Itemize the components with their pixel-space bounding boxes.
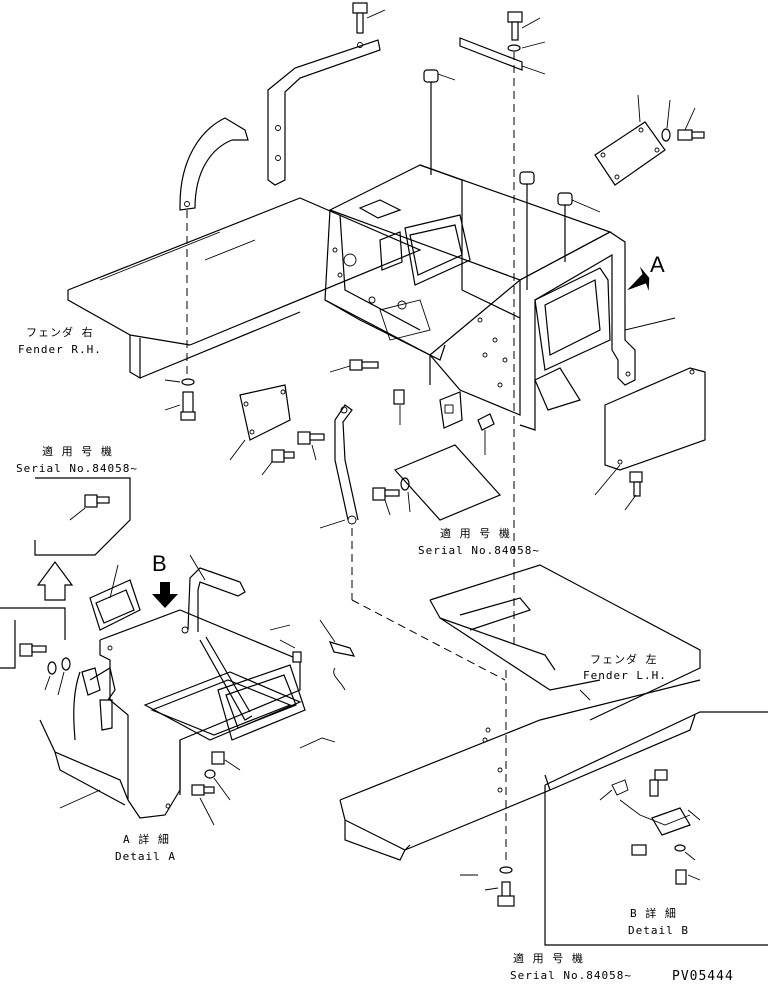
serial-jp-top-left: 適 用 号 機 — [42, 445, 113, 458]
cover-plate — [594, 94, 705, 186]
fender-rh — [67, 197, 422, 380]
serial-bottom: Serial No.84058~ — [510, 969, 632, 982]
serial-inset-top-left — [34, 477, 131, 601]
serial-panel-center — [393, 444, 502, 521]
bolt-top-center — [507, 11, 546, 52]
callout-b-arrow — [152, 582, 178, 608]
bolt-detail-a-left — [0, 607, 66, 669]
side-frame-rh — [519, 231, 676, 431]
serial-top-left: Serial No.84058~ — [16, 462, 138, 475]
callout-a-arrow — [627, 266, 650, 291]
serial-jp-center: 適 用 号 機 — [440, 527, 511, 540]
main-frame-box — [324, 164, 612, 429]
washer-bolt-bottom — [460, 866, 515, 907]
callout-a-letter: A — [650, 252, 665, 277]
bolt-center-1 — [329, 359, 379, 373]
bolt-center-4 — [372, 487, 400, 516]
rubber-cap-1 — [423, 69, 456, 175]
detail-b-box — [544, 711, 768, 946]
detail-a-label-en: Detail A — [115, 850, 176, 863]
bolt-center-3 — [261, 449, 295, 476]
washer-bolt-left — [164, 378, 196, 421]
fender-rh-label-jp: フェンダ 右 — [26, 326, 94, 339]
rubber-cap-2 — [519, 171, 535, 290]
detail-a-label-jp: A 詳 細 — [123, 833, 170, 846]
bolt-center-2 — [297, 431, 325, 461]
fender-bracket-rh — [179, 39, 381, 211]
callout-b-letter: B — [152, 551, 167, 576]
bracket-plate-center — [229, 384, 291, 461]
detail-b-label-en: Detail B — [628, 924, 689, 937]
detail-a-assembly — [39, 554, 356, 826]
fender-lh — [339, 564, 701, 861]
detail-b-label-jp: B 詳 細 — [630, 907, 677, 920]
fender-rh-label-en: Fender R.H. — [18, 343, 102, 356]
serial-center: Serial No.84058~ — [418, 544, 540, 557]
fender-lh-label-jp: フェンダ 左 — [590, 653, 658, 666]
drawing-code: PV05444 — [672, 969, 734, 984]
rubber-cap-3 — [557, 192, 601, 262]
link-rod — [319, 404, 506, 681]
serial-jp-bottom: 適 用 号 機 — [513, 952, 584, 965]
side-panel-rh — [604, 367, 706, 471]
strap-plate — [459, 37, 546, 75]
fender-lh-label-en: Fender L.H. — [583, 669, 667, 682]
bolt-center-5 — [393, 389, 405, 425]
bolt-right-lower — [594, 464, 643, 511]
clip-center — [477, 413, 495, 455]
washer-center — [400, 477, 411, 513]
bolt-top-left — [352, 2, 386, 34]
